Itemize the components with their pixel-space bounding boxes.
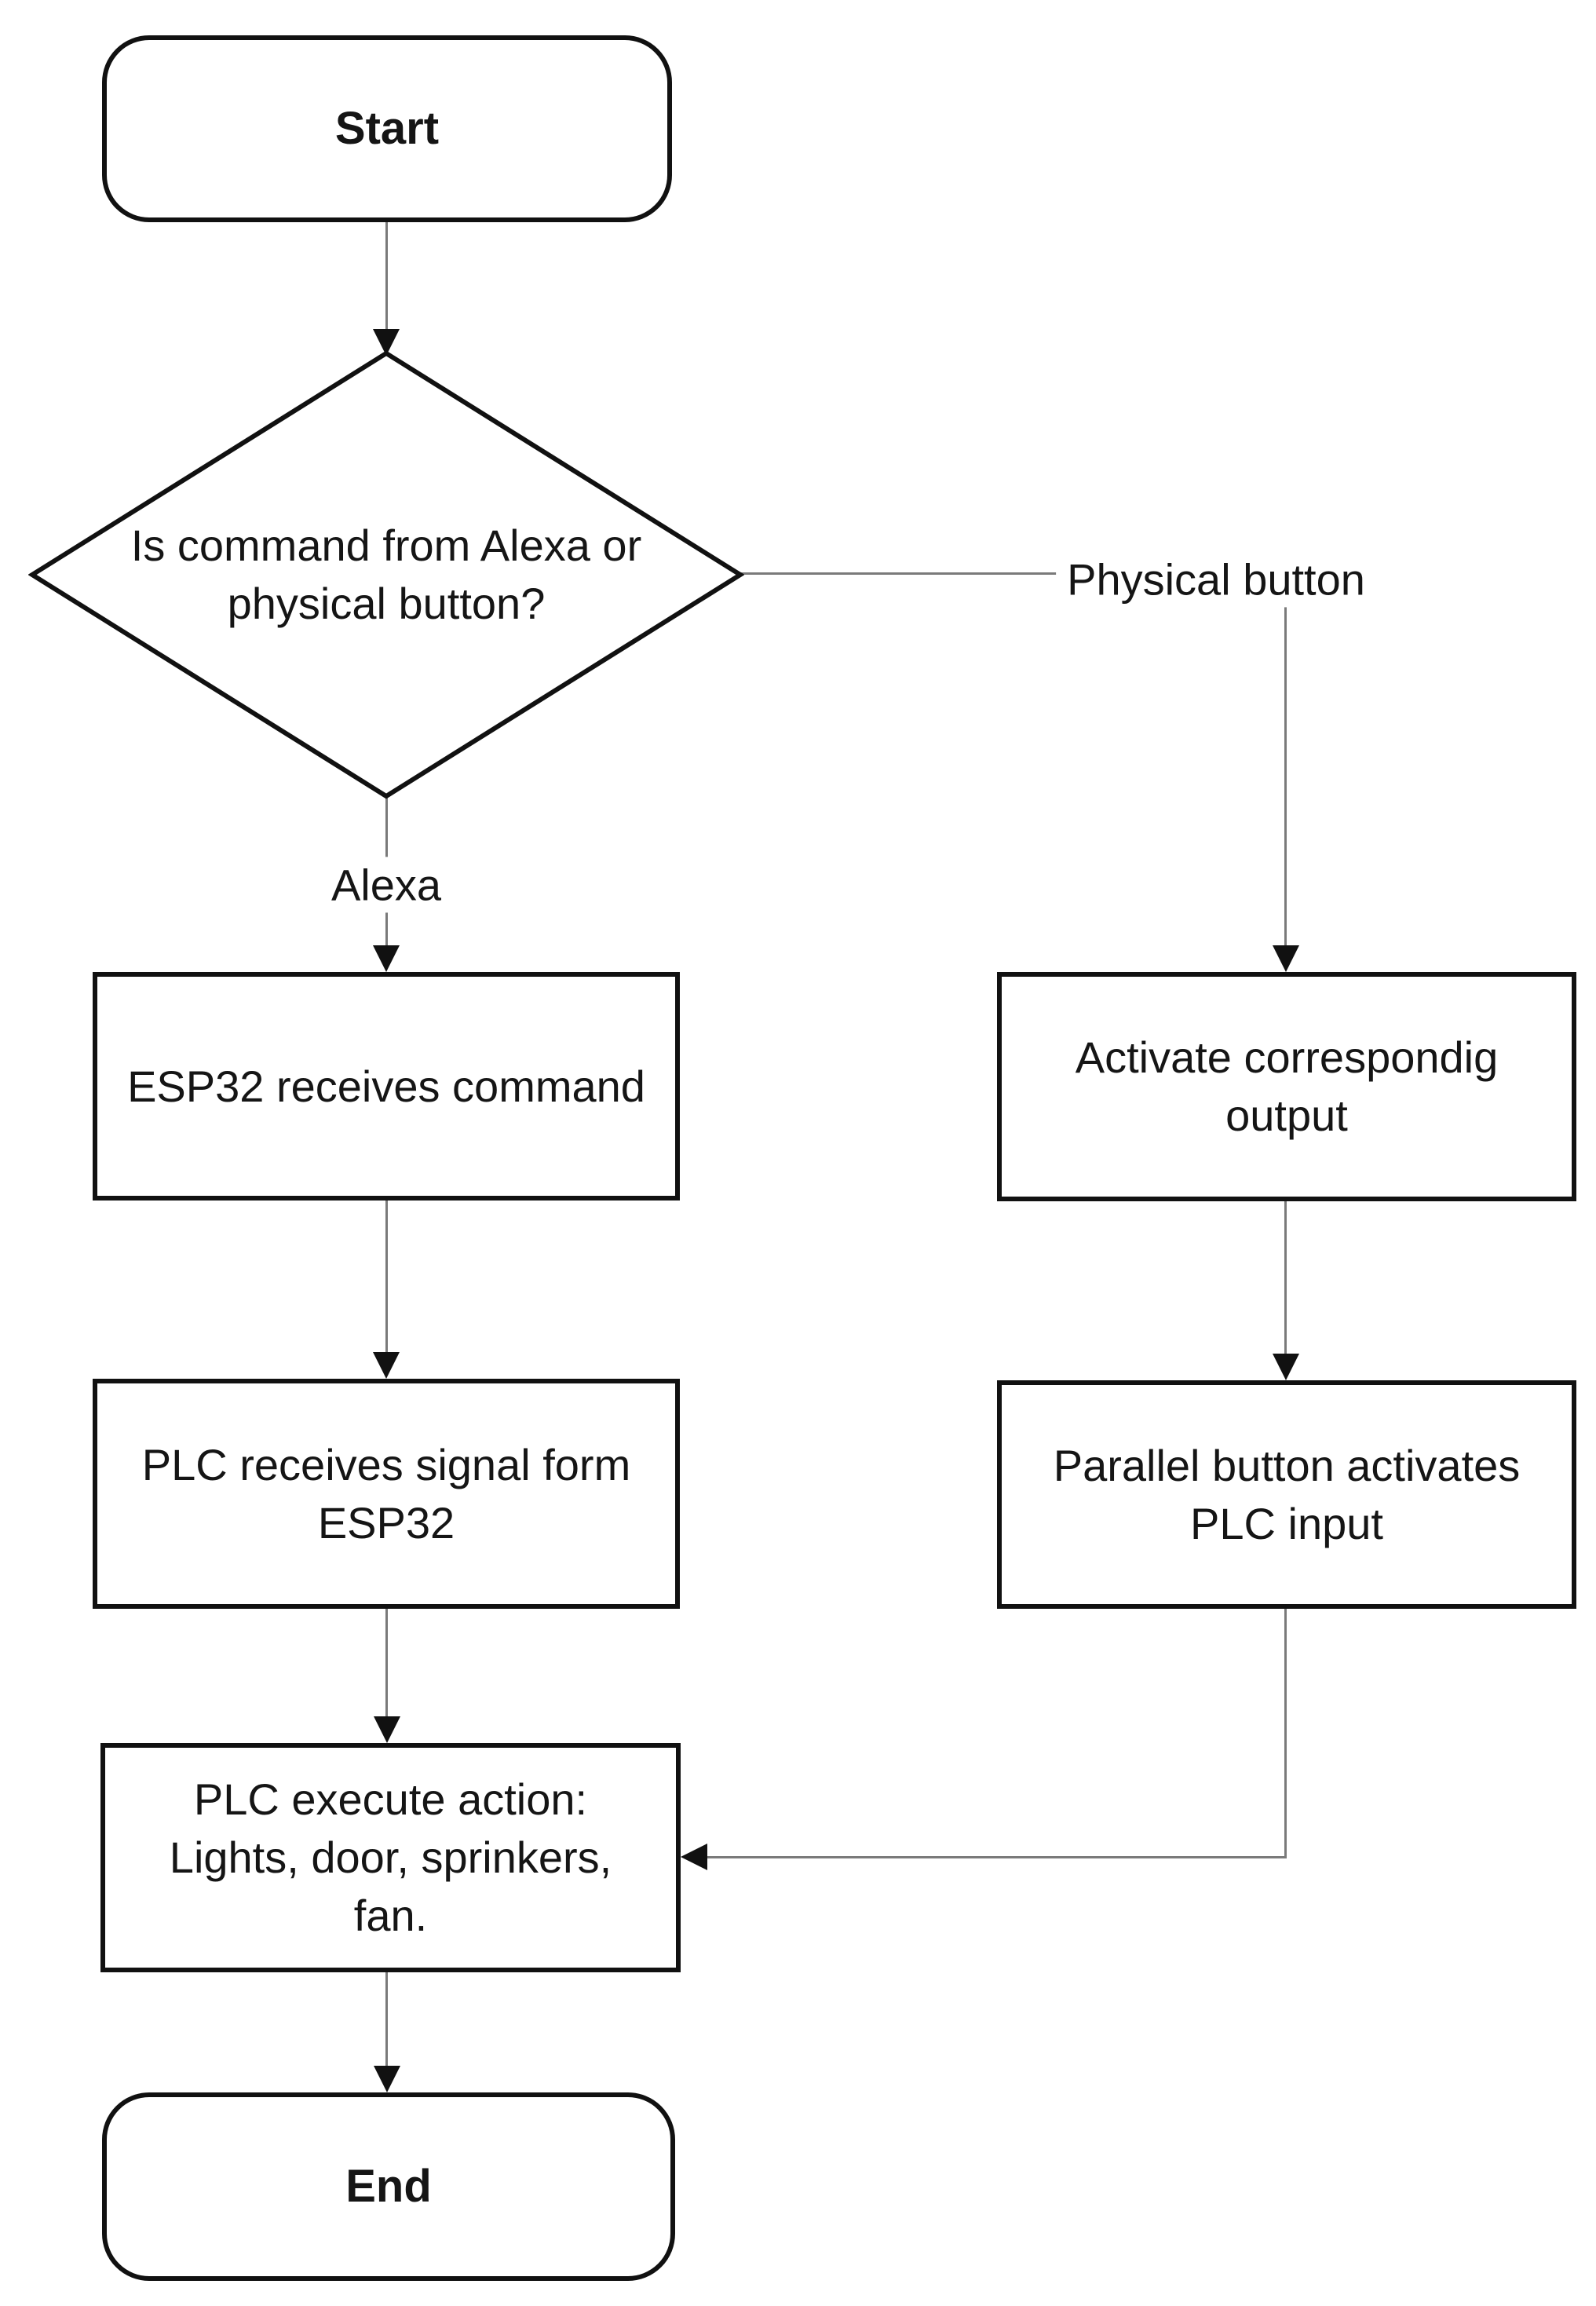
edge-label-alexa: Alexa [320, 857, 453, 913]
activate-output-label: Activate correspondig output [1075, 1032, 1499, 1140]
connector-parallel-elbow-horizontal [707, 1856, 1287, 1858]
arrowhead-into-activate-icon [1273, 945, 1299, 972]
start-node: Start [102, 35, 672, 222]
end-node: End [102, 2092, 675, 2281]
plc-receives-label: PLC receives signal form ESP32 [141, 1439, 631, 1548]
connector-start-to-decision [385, 222, 388, 329]
esp32-node: ESP32 receives command [93, 972, 680, 1201]
connector-esp32-to-plc-receives [385, 1201, 388, 1352]
connector-parallel-elbow-vertical [1284, 1609, 1287, 1858]
plc-execute-node: PLC execute action: Lights, door, sprink… [100, 1743, 681, 1972]
arrowhead-into-parallel-icon [1273, 1354, 1299, 1380]
connector-plc-execute-to-end [385, 1972, 388, 2066]
arrowhead-into-esp32-icon [373, 945, 400, 972]
diamond-shape [28, 350, 744, 799]
arrowhead-into-end-icon [374, 2066, 400, 2092]
parallel-button-label: Parallel button activates PLC input [1053, 1440, 1521, 1548]
esp32-label: ESP32 receives command [127, 1061, 645, 1111]
decision-label: Is command from Alexa or physical button… [130, 521, 642, 628]
connector-plc-receives-to-plc-execute [385, 1609, 388, 1716]
arrowhead-into-plc-execute-right-icon [681, 1844, 707, 1870]
activate-output-node: Activate correspondig output [997, 972, 1576, 1201]
connector-decision-to-physical-horizontal [740, 572, 1288, 575]
plc-receives-node: PLC receives signal form ESP32 [93, 1379, 680, 1609]
connector-activate-to-parallel [1284, 1201, 1287, 1354]
start-label: Start [334, 102, 440, 154]
connector-physical-to-activate-vertical [1284, 572, 1287, 945]
arrowhead-into-plc-execute-top-icon [374, 1716, 400, 1743]
parallel-button-node: Parallel button activates PLC input [997, 1380, 1576, 1609]
end-label: End [345, 2160, 432, 2212]
arrowhead-into-plc-receives-icon [373, 1352, 400, 1379]
decision-node: Is command from Alexa or physical button… [28, 349, 744, 800]
plc-execute-label: PLC execute action: Lights, door, sprink… [169, 1774, 612, 1940]
edge-label-physical-button: Physical button [1056, 551, 1376, 608]
